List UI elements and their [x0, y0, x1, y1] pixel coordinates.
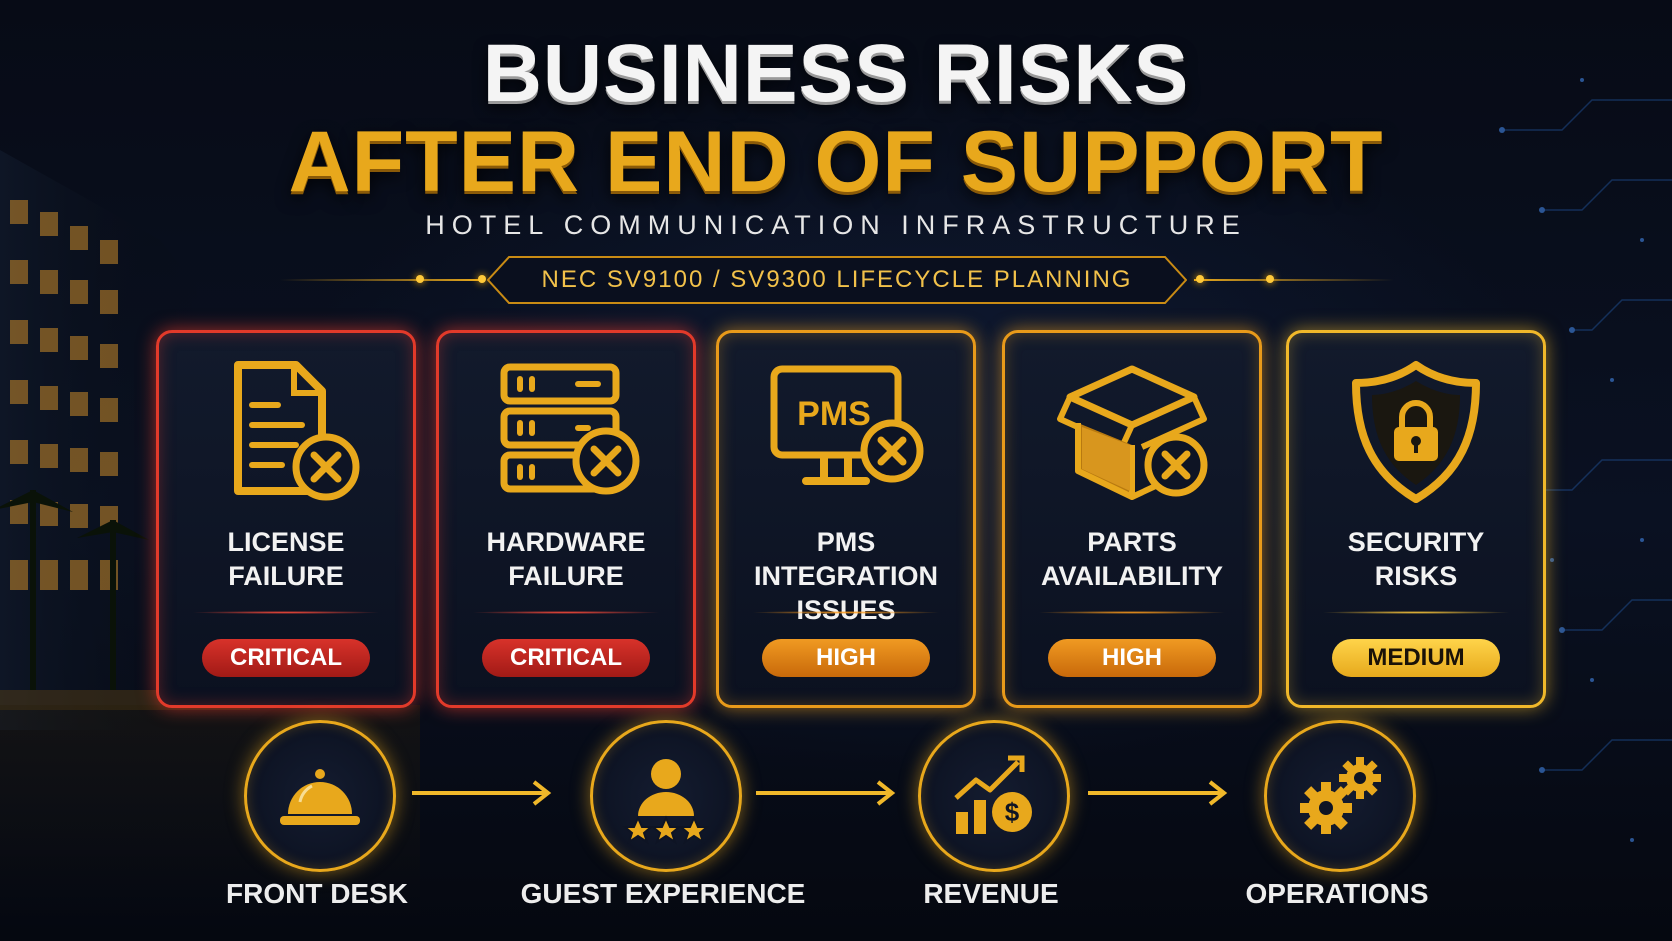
risk-level-badge: HIGH	[762, 639, 930, 677]
impact-label-front-desk: FRONT DESK	[226, 878, 408, 909]
card-separator	[1037, 611, 1227, 614]
license-document-x-icon	[234, 361, 360, 501]
risk-level-badge: CRITICAL	[482, 639, 650, 677]
svg-text:PMS: PMS	[797, 395, 871, 433]
risk-level-badge: MEDIUM	[1332, 639, 1500, 677]
server-x-icon	[500, 363, 640, 495]
impact-label-operations: OPERATIONS	[1245, 878, 1429, 909]
banner-line-right	[1194, 279, 1394, 281]
banner-dot-left	[416, 275, 424, 283]
box-x-icon	[1057, 365, 1208, 500]
pms-monitor-x-icon: PMS	[770, 365, 924, 485]
circuit-pattern-backdrop	[1499, 78, 1672, 842]
gears-icon	[1300, 757, 1381, 834]
svg-text:$: $	[1005, 797, 1020, 827]
impact-circle-operations	[1264, 720, 1416, 872]
card-separator	[1321, 611, 1511, 614]
banner-dot-right	[1266, 275, 1274, 283]
title-line-2: AFTER END OF SUPPORT	[288, 114, 1384, 210]
impact-circle-revenue: $	[918, 720, 1070, 872]
banner-frame	[487, 256, 1187, 304]
banner-dot-left-inner	[478, 275, 486, 283]
banner-line-left	[280, 279, 480, 281]
title-line-1: BUSINESS RISKS	[482, 28, 1190, 119]
subtitle: HOTEL COMMUNICATION INFRASTRUCTURE	[425, 210, 1247, 240]
impact-label-guest-experience: GUEST EXPERIENCE	[520, 878, 806, 909]
revenue-chart-icon: $	[954, 755, 1032, 834]
service-bell-icon	[280, 769, 360, 825]
risk-level-badge: HIGH	[1048, 639, 1216, 677]
guest-stars-icon	[622, 759, 710, 845]
risk-level-badge: CRITICAL	[202, 639, 370, 677]
impact-circle-guest-experience	[590, 720, 742, 872]
flow-arrow-2	[756, 780, 896, 806]
impact-label-revenue: REVENUE	[923, 878, 1059, 909]
lifecycle-banner: NEC SV9100 / SV9300 LIFECYCLE PLANNING	[541, 266, 1133, 293]
banner-dot-right-inner	[1196, 275, 1204, 283]
hotel-building-backdrop	[0, 150, 250, 730]
impact-circle-front-desk	[244, 720, 396, 872]
card-separator	[751, 611, 941, 614]
card-separator	[471, 611, 661, 614]
flow-arrow-1	[412, 780, 552, 806]
flow-arrow-3	[1088, 780, 1228, 806]
card-separator	[191, 611, 381, 614]
shield-lock-icon	[1352, 361, 1480, 503]
